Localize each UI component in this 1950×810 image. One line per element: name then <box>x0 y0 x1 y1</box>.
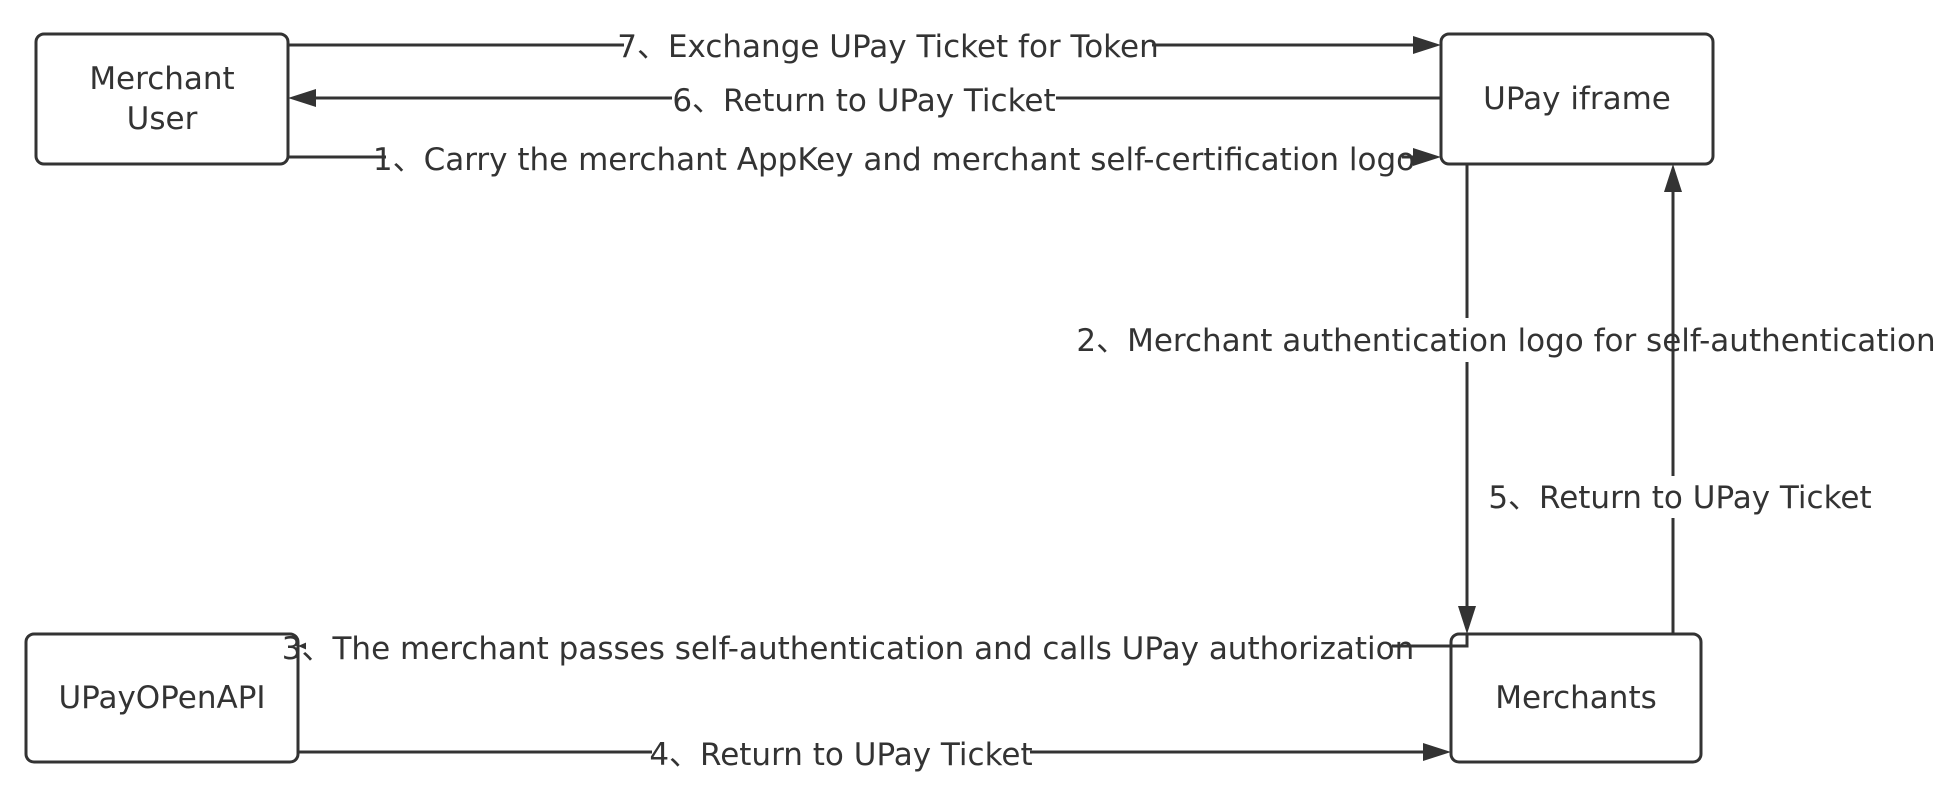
edge-5-arrowhead <box>1664 164 1682 192</box>
edge-2-label: 2、Merchant authentication logo for self-… <box>1076 323 1935 359</box>
edge-4-label-bg <box>652 734 1030 774</box>
edge-7: 7、Exchange UPay Ticket for Token <box>288 26 1441 65</box>
edge-6: 6、Return to UPay Ticket <box>288 80 1441 119</box>
node-merchant-user-label-line1: Merchant <box>89 61 234 97</box>
edge-1-label-bg <box>386 139 1402 177</box>
edge-1-label: 1、Carry the merchant AppKey and merchant… <box>373 142 1415 178</box>
edge-5-label-bg <box>1488 476 1872 518</box>
edge-4-arrowhead <box>1423 743 1451 761</box>
node-upay-iframe[interactable]: UPay iframe <box>1439 32 1715 166</box>
edge-6-label: 6、Return to UPay Ticket <box>672 83 1055 119</box>
edge-3-label-bg <box>306 627 1392 667</box>
edge-4-label: 4、Return to UPay Ticket <box>649 737 1032 773</box>
edge-4: 4、Return to UPay Ticket <box>298 734 1451 774</box>
edge-5: 5、Return to UPay Ticket <box>1488 164 1872 634</box>
edge-2-label-bg <box>1088 318 1930 362</box>
edge-3: 3、The merchant passes self-authenticatio… <box>282 627 1469 667</box>
node-merchants-label: Merchants <box>1495 680 1657 716</box>
edge-7-label: 7、Exchange UPay Ticket for Token <box>617 29 1159 65</box>
node-upay-openapi-label: UPayOPenAPI <box>58 680 265 716</box>
edge-1-arrowhead <box>1413 148 1441 166</box>
edge-7-arrowhead <box>1413 36 1441 54</box>
edge-6-arrowhead <box>288 89 316 107</box>
edge-5-label: 5、Return to UPay Ticket <box>1488 480 1871 516</box>
edge-3-label: 3、The merchant passes self-authenticatio… <box>282 631 1414 667</box>
edge-2-arrowhead <box>1458 606 1476 634</box>
node-merchant-user-label-line2: User <box>127 101 198 137</box>
node-merchant-user[interactable]: Merchant User <box>34 32 290 166</box>
edge-7-label-bg <box>624 26 1152 64</box>
edge-1: 1、Carry the merchant AppKey and merchant… <box>288 139 1441 178</box>
edge-6-label-bg <box>672 80 1056 118</box>
node-merchants[interactable]: Merchants <box>1449 632 1703 764</box>
edge-2: 2、Merchant authentication logo for self-… <box>1076 164 1936 634</box>
node-upay-openapi[interactable]: UPayOPenAPI <box>24 632 300 764</box>
node-upay-iframe-label: UPay iframe <box>1483 81 1671 117</box>
